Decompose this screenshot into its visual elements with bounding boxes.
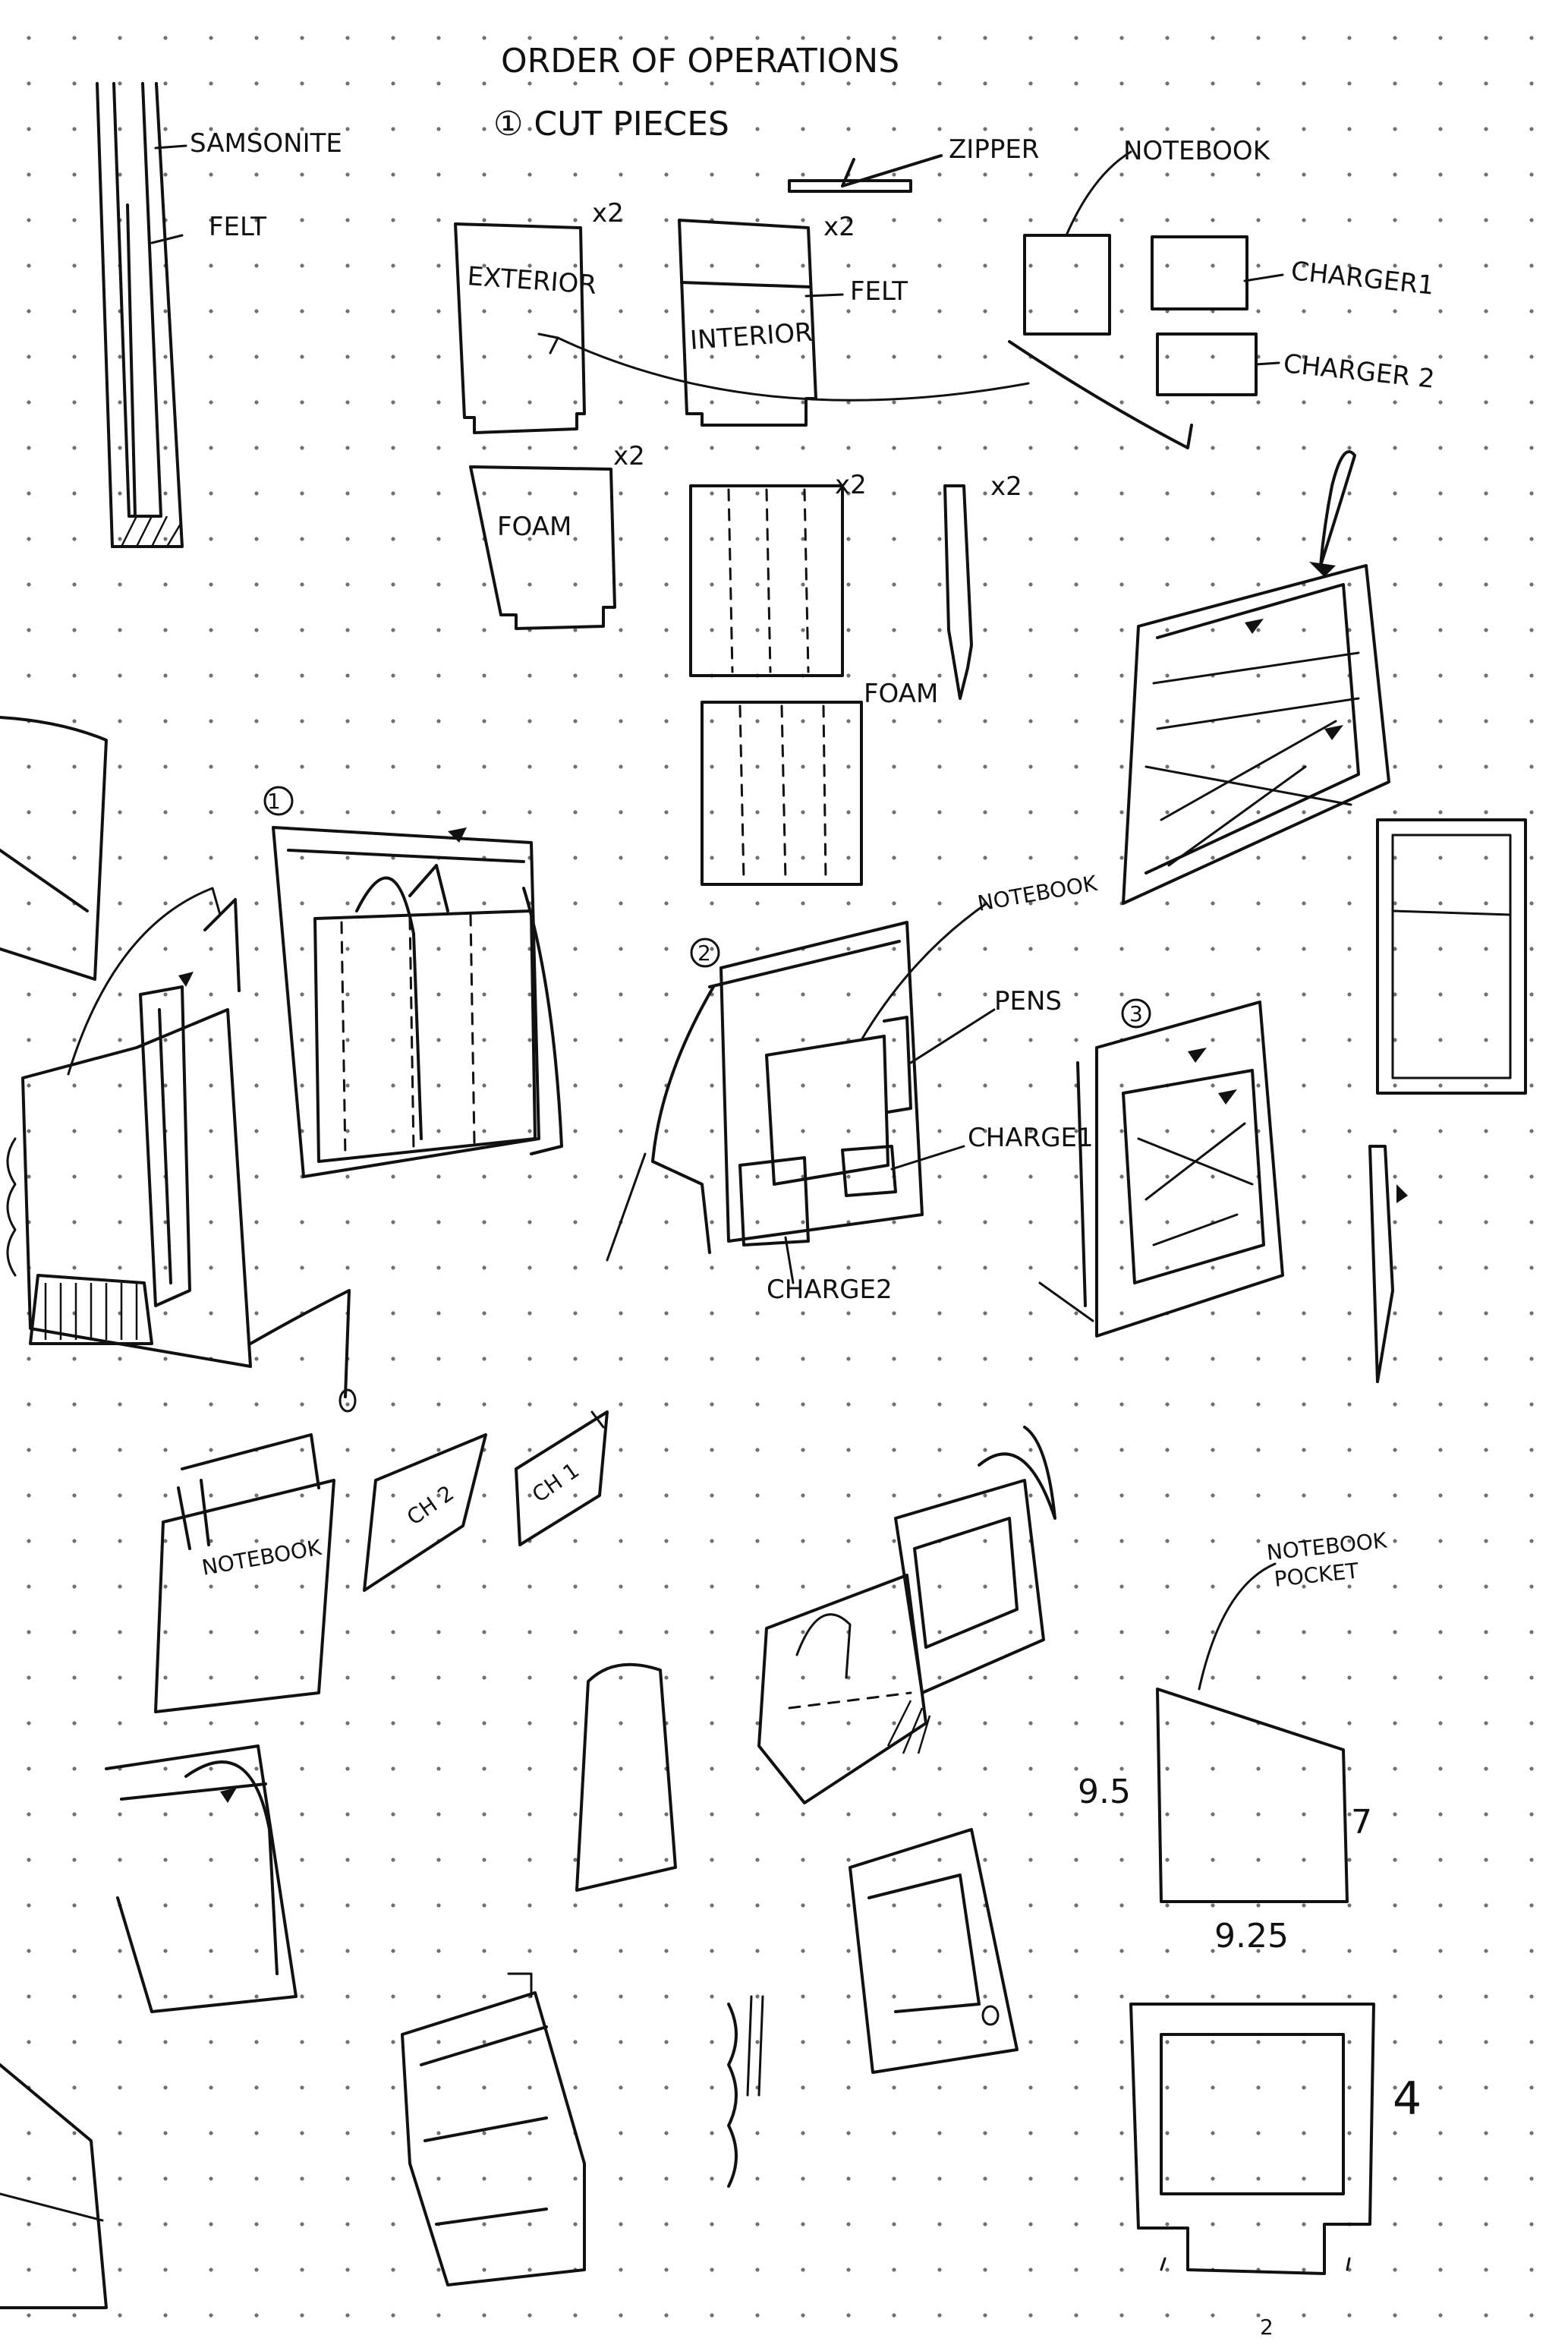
charger1-label: CHARGER1 xyxy=(1289,256,1435,301)
dimension-left-height: 9.5 xyxy=(1078,1773,1131,1811)
charger2-mid-label: CHARGE2 xyxy=(767,1275,893,1305)
tall-panel-drawing xyxy=(1376,818,1527,1095)
step1-assembly-drawing xyxy=(6,826,563,1413)
charger2-label: CHARGER 2 xyxy=(1282,348,1436,395)
foam-panel-label: FOAM xyxy=(497,512,571,542)
notebook-pocket-label: NOTEBOOK xyxy=(200,1535,323,1580)
pocket-note-line1: NOTEBOOK xyxy=(1265,1527,1388,1565)
felt-side-label: FELT xyxy=(209,212,266,242)
step1-circle xyxy=(263,786,294,816)
exterior-qty: x2 xyxy=(592,198,624,228)
step1-number: 1 xyxy=(267,789,281,814)
samsonite-label: SAMSONITE xyxy=(190,128,342,159)
shell-straps-drawing xyxy=(1122,450,1390,905)
interior-panel-drawing xyxy=(678,219,844,427)
lower-sketches-drawing xyxy=(105,1426,1056,2286)
page-number: 2 xyxy=(1260,2315,1274,2340)
felt-inner-label: FELT xyxy=(850,276,908,307)
step2-number: 2 xyxy=(697,941,711,966)
exterior-panel-drawing xyxy=(454,222,586,434)
foam-strips-drawing xyxy=(689,484,973,886)
exterior-label: EXTERIOR xyxy=(466,261,597,301)
step4-frame-drawing xyxy=(1129,2003,1375,2275)
foam-strips-qty: x2 xyxy=(835,470,867,500)
side-strip-drawing xyxy=(1368,1145,1408,1383)
zipper-label: ZIPPER xyxy=(949,134,1039,165)
charger1-mid-label: CHARGE1 xyxy=(968,1123,1094,1153)
step2-circle xyxy=(690,938,720,968)
zipper-drawing xyxy=(788,154,943,193)
step3-assembly-drawing xyxy=(1038,1001,1284,1338)
step2-assembly-drawing xyxy=(606,902,996,1284)
notebook-mid-label: NOTEBOOK xyxy=(975,871,1099,916)
pocket-pieces-drawing xyxy=(537,150,1284,449)
interior-qty: x2 xyxy=(823,212,855,242)
dimension-right-height: 7 xyxy=(1351,1803,1372,1842)
step3-number: 3 xyxy=(1129,1001,1143,1026)
step1-heading: ① CUT PIECES xyxy=(493,105,729,143)
sheet-title: ORDER OF OPERATIONS xyxy=(501,42,899,80)
dimension-width: 9.25 xyxy=(1214,1917,1289,1955)
step4-number: 4 xyxy=(1393,2072,1422,2126)
pens-label: PENS xyxy=(994,986,1062,1016)
dimension-sketch-drawing xyxy=(1156,1562,1349,1903)
charger-pockets-drawing xyxy=(363,1410,609,1592)
notebook-pocket-drawing xyxy=(154,1433,335,1713)
foam-strips-label: FOAM xyxy=(864,679,938,709)
notebook-top-label: NOTEBOOK xyxy=(1123,136,1271,166)
side-strip-qty: x2 xyxy=(990,471,1022,502)
interior-label: INTERIOR xyxy=(689,317,814,356)
cross-section-drawing xyxy=(96,82,187,548)
ch2-label: CH 2 xyxy=(402,1480,458,1530)
foam-panel-drawing xyxy=(469,465,616,630)
ch1-label: CH 1 xyxy=(527,1458,584,1508)
margin-sketches-drawing xyxy=(0,716,108,2309)
foam-panel-qty: x2 xyxy=(613,441,645,471)
step3-circle xyxy=(1121,998,1151,1029)
